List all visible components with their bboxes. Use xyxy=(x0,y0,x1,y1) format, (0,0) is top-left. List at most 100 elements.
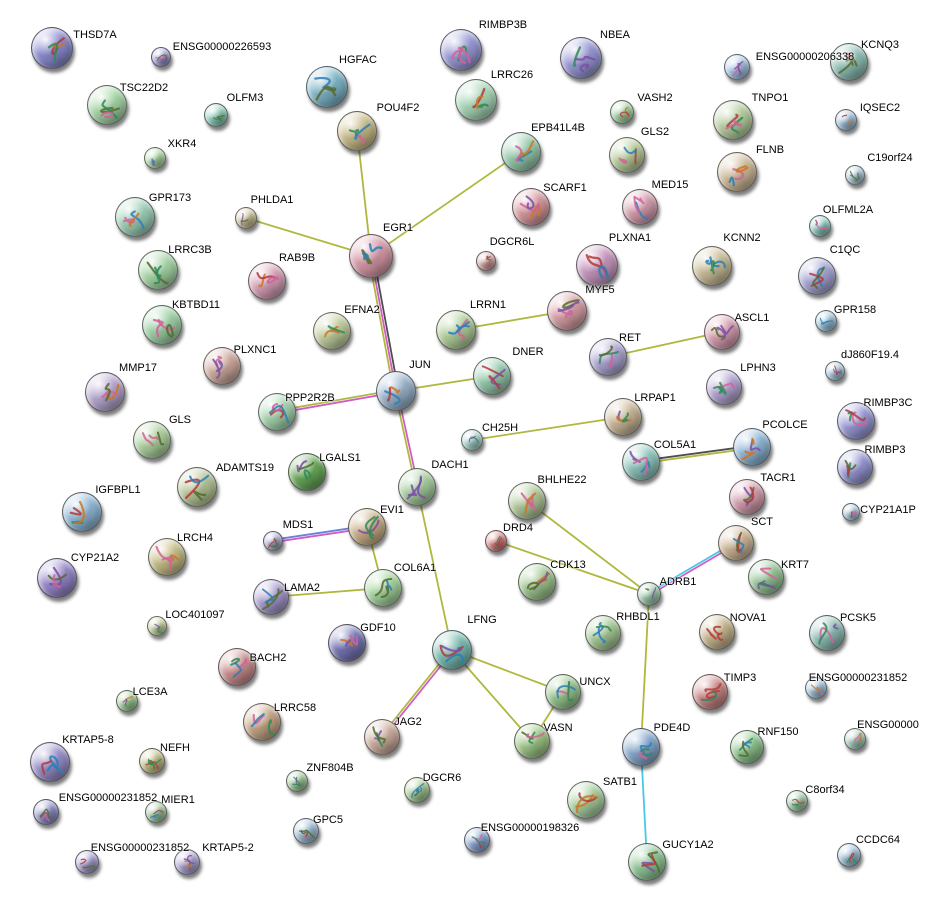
edge-EGR1-EPB41L4B[interactable] xyxy=(370,151,522,257)
node-ADRB1[interactable] xyxy=(637,582,661,606)
node-EGR1[interactable] xyxy=(349,234,393,278)
node-PCSK5[interactable] xyxy=(809,615,845,651)
node-RIMBP3C[interactable] xyxy=(837,402,875,440)
node-LRPAP1[interactable] xyxy=(604,398,642,436)
node-EPB41L4B[interactable] xyxy=(501,132,541,172)
node-KCNN2[interactable] xyxy=(692,246,732,286)
edge-EGR1-JUN[interactable] xyxy=(372,254,400,392)
node-PLXNA1[interactable] xyxy=(576,244,618,286)
node-GDF10[interactable] xyxy=(328,624,366,662)
node-VASH2[interactable] xyxy=(610,100,634,124)
node-VASN[interactable] xyxy=(514,723,550,759)
node-RIMBP3[interactable] xyxy=(837,449,873,485)
node-TIMP3[interactable] xyxy=(692,674,728,710)
node-PLXNC1[interactable] xyxy=(203,347,241,385)
node-NEFH[interactable] xyxy=(139,748,165,774)
node-GPC5[interactable] xyxy=(293,818,319,844)
node-RIMBP3B[interactable] xyxy=(440,29,482,71)
node-LOC401097[interactable] xyxy=(147,616,167,636)
node-ENSG00000226593[interactable] xyxy=(151,47,171,67)
node-SCT[interactable] xyxy=(718,525,754,561)
node-C1QC[interactable] xyxy=(798,257,836,295)
edge-EGR1-JUN[interactable] xyxy=(367,255,395,393)
node-NOVA1[interactable] xyxy=(699,614,735,650)
edge-JUN-PPP2R2B[interactable] xyxy=(275,388,397,412)
node-DGCR6[interactable] xyxy=(404,777,430,803)
node-CCDC64[interactable] xyxy=(837,843,861,867)
node-ADAMTS19[interactable] xyxy=(177,467,217,507)
node-LCE3A[interactable] xyxy=(116,690,138,712)
node-NBEA[interactable] xyxy=(560,37,602,79)
edge-ADRB1-PDE4D[interactable] xyxy=(640,593,650,748)
node-GLS2[interactable] xyxy=(609,137,645,173)
node-RNF150[interactable] xyxy=(730,730,764,764)
node-DGCR6L[interactable] xyxy=(476,251,496,271)
node-PDE4D[interactable] xyxy=(622,728,660,766)
node-CDK13[interactable] xyxy=(518,563,556,601)
edge-LFNG-VASN[interactable] xyxy=(451,649,533,742)
node-LAMA2[interactable] xyxy=(253,579,289,615)
edge-BHLHE22-ADRB1[interactable] xyxy=(526,500,650,595)
edge-EGR1-JUN[interactable] xyxy=(370,255,397,392)
node-HGFAC[interactable] xyxy=(306,66,348,108)
node-IQSEC2[interactable] xyxy=(835,109,857,131)
node-C19orf24[interactable] xyxy=(845,165,865,185)
node-C8orf34[interactable] xyxy=(786,790,808,812)
node-EFNA2[interactable] xyxy=(313,312,351,350)
node-POU4F2[interactable] xyxy=(337,111,377,151)
node-LRRC3B[interactable] xyxy=(138,250,178,290)
node-KRTAP5-8[interactable] xyxy=(30,742,70,782)
node-ENSG00000231852_bottom[interactable] xyxy=(75,850,99,874)
node-BHLHE22[interactable] xyxy=(508,482,546,520)
edge-LRPAP1-CH25H[interactable] xyxy=(471,416,624,441)
edge-DACH1-LFNG[interactable] xyxy=(416,486,453,651)
node-COL5A1[interactable] xyxy=(622,443,660,481)
node-LGALS1[interactable] xyxy=(288,453,326,491)
node-dJ860F19.4[interactable] xyxy=(825,361,845,381)
node-KRTAP5-2[interactable] xyxy=(174,849,200,875)
node-TNPO1[interactable] xyxy=(713,100,753,140)
node-TSC22D2[interactable] xyxy=(87,85,127,125)
node-ENSG00000206338[interactable] xyxy=(724,54,750,80)
node-ENSG00000231852_left[interactable] xyxy=(33,799,59,825)
node-ZNF804B[interactable] xyxy=(286,770,308,792)
node-LPHN3[interactable] xyxy=(706,369,742,405)
node-KRT7[interactable] xyxy=(748,559,784,595)
node-KBTBD11[interactable] xyxy=(142,305,182,345)
node-LRRN1[interactable] xyxy=(436,310,476,350)
node-ASCL1[interactable] xyxy=(704,314,740,350)
node-EVI1[interactable] xyxy=(348,508,386,546)
node-MYF5[interactable] xyxy=(547,291,587,331)
node-DACH1[interactable] xyxy=(398,468,436,506)
node-ENSG00000198326[interactable] xyxy=(464,827,490,853)
node-RAB9B[interactable] xyxy=(248,262,286,300)
edge-RET-ASCL1[interactable] xyxy=(607,331,723,358)
node-MMP17[interactable] xyxy=(85,372,125,412)
node-BACH2[interactable] xyxy=(218,648,256,686)
node-CYP21A1P[interactable] xyxy=(842,503,860,521)
node-CH25H[interactable] xyxy=(461,429,483,451)
node-LRCH4[interactable] xyxy=(148,538,186,576)
node-RHBDL1[interactable] xyxy=(585,615,621,651)
edge-PDE4D-GUCY1A2[interactable] xyxy=(640,746,648,863)
node-OLFM3[interactable] xyxy=(204,103,228,127)
node-FLNB[interactable] xyxy=(717,152,757,192)
node-TACR1[interactable] xyxy=(729,479,765,515)
node-LFNG[interactable] xyxy=(432,630,472,670)
edge-DRD4-ADRB1[interactable] xyxy=(495,540,650,595)
node-JUN[interactable] xyxy=(376,371,416,411)
node-JAG2[interactable] xyxy=(364,719,400,755)
node-DNER[interactable] xyxy=(473,357,511,395)
node-GPR173[interactable] xyxy=(115,197,155,237)
node-GPR158[interactable] xyxy=(815,310,837,332)
node-RET[interactable] xyxy=(589,338,627,376)
node-DRD4[interactable] xyxy=(485,530,507,552)
node-PHLDA1[interactable] xyxy=(235,207,257,229)
node-OLFML2A[interactable] xyxy=(809,215,831,237)
node-MIER1[interactable] xyxy=(145,801,167,823)
node-SCARF1[interactable] xyxy=(512,188,550,226)
node-PPP2R2B[interactable] xyxy=(258,393,296,431)
node-LRRC26[interactable] xyxy=(455,79,497,121)
node-LRRC58[interactable] xyxy=(243,703,281,741)
node-MED15[interactable] xyxy=(622,189,658,225)
